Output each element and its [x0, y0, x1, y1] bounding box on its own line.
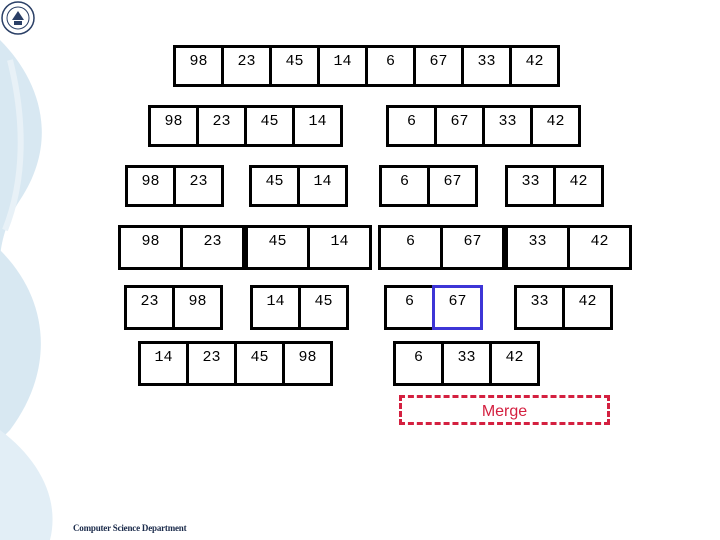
array-cell: 33: [461, 45, 512, 87]
array-cell: 67: [413, 45, 464, 87]
cell-value: 45: [237, 350, 282, 365]
array-cell: 6: [393, 341, 444, 386]
array-cell: 67: [432, 285, 483, 330]
array-cell: 42: [530, 105, 581, 147]
array-cell: 14: [138, 341, 189, 386]
merge-label: Merge: [402, 403, 607, 421]
cell-value: 23: [224, 54, 269, 69]
cell-value: 98: [128, 174, 173, 189]
cell-value: 6: [396, 350, 441, 365]
cell-value: 42: [556, 174, 601, 189]
array-cell: 42: [509, 45, 560, 87]
cell-value: 14: [310, 234, 369, 249]
cell-value: 67: [435, 294, 480, 309]
array-cell: 23: [196, 105, 247, 147]
cell-value: 33: [464, 54, 509, 69]
cell-value: 42: [512, 54, 557, 69]
cell-value: 45: [252, 174, 297, 189]
cell-value: 33: [485, 114, 530, 129]
cell-value: 6: [381, 234, 440, 249]
array-cell: 33: [505, 165, 556, 207]
array-cell: 23: [221, 45, 272, 87]
array-cell: 67: [434, 105, 485, 147]
array-cell: 98: [148, 105, 199, 147]
cell-value: 45: [272, 54, 317, 69]
array-cell: 6: [379, 165, 430, 207]
array-cell: 14: [297, 165, 348, 207]
cell-value: 6: [368, 54, 413, 69]
cell-value: 42: [533, 114, 578, 129]
cell-value: 33: [508, 234, 567, 249]
array-cell: 33: [514, 285, 565, 330]
cell-value: 33: [508, 174, 553, 189]
cell-value: 98: [151, 114, 196, 129]
cell-value: 67: [430, 174, 475, 189]
cell-value: 14: [253, 294, 298, 309]
cell-value: 23: [176, 174, 221, 189]
cell-value: 33: [444, 350, 489, 365]
array-cell: 14: [317, 45, 368, 87]
array-cell: 23: [173, 165, 224, 207]
cell-value: 42: [570, 234, 629, 249]
array-cell: 14: [250, 285, 301, 330]
cell-value: 23: [199, 114, 244, 129]
cell-value: 14: [320, 54, 365, 69]
array-cell: 42: [567, 225, 632, 270]
array-cell: 14: [292, 105, 343, 147]
array-cell: 23: [124, 285, 175, 330]
array-cell: 45: [298, 285, 349, 330]
cell-value: 6: [389, 114, 434, 129]
array-cell: 45: [249, 165, 300, 207]
cell-value: 45: [301, 294, 346, 309]
array-cell: 33: [505, 225, 570, 270]
array-cell: 6: [386, 105, 437, 147]
cell-value: 14: [300, 174, 345, 189]
array-cell: 98: [173, 45, 224, 87]
array-cell: 23: [186, 341, 237, 386]
cell-value: 67: [437, 114, 482, 129]
array-cell: 98: [125, 165, 176, 207]
cell-value: 6: [382, 174, 427, 189]
cell-value: 67: [416, 54, 461, 69]
array-cell: 6: [365, 45, 416, 87]
cell-value: 14: [295, 114, 340, 129]
array-cell: 45: [234, 341, 285, 386]
array-cell: 23: [180, 225, 245, 270]
cell-value: 45: [248, 234, 307, 249]
array-cell: 42: [489, 341, 540, 386]
cell-value: 42: [565, 294, 610, 309]
cell-value: 23: [183, 234, 242, 249]
array-cell: 98: [282, 341, 333, 386]
array-cell: 33: [482, 105, 533, 147]
array-cell: 98: [118, 225, 183, 270]
cell-value: 23: [127, 294, 172, 309]
array-cell: 6: [384, 285, 435, 330]
merge-step-box: Merge: [399, 395, 610, 425]
array-cell: 42: [553, 165, 604, 207]
cell-value: 98: [285, 350, 330, 365]
university-seal-icon: [1, 1, 35, 35]
cell-value: 67: [443, 234, 502, 249]
footer-text: Computer Science Department: [73, 523, 186, 533]
cell-value: 45: [247, 114, 292, 129]
array-cell: 98: [172, 285, 223, 330]
cell-value: 42: [492, 350, 537, 365]
array-cell: 45: [245, 225, 310, 270]
array-cell: 33: [441, 341, 492, 386]
cell-value: 14: [141, 350, 186, 365]
cell-value: 23: [189, 350, 234, 365]
array-cell: 67: [427, 165, 478, 207]
cell-value: 98: [176, 54, 221, 69]
array-cell: 14: [307, 225, 372, 270]
cell-value: 98: [175, 294, 220, 309]
array-cell: 67: [440, 225, 505, 270]
array-cell: 45: [269, 45, 320, 87]
cell-value: 33: [517, 294, 562, 309]
array-cell: 6: [378, 225, 443, 270]
array-cell: 45: [244, 105, 295, 147]
cell-value: 6: [387, 294, 432, 309]
cell-value: 98: [121, 234, 180, 249]
array-cell: 42: [562, 285, 613, 330]
